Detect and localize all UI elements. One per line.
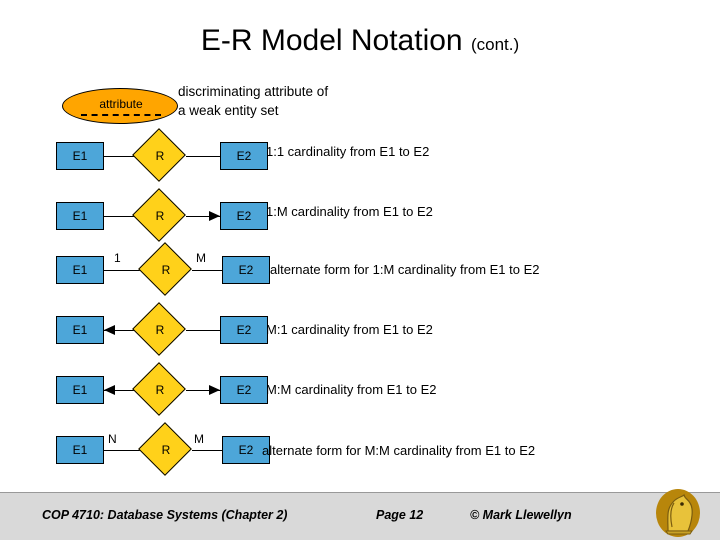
entity-label: E1 xyxy=(72,149,88,163)
entity-box-e1-row1: E1 xyxy=(56,142,104,170)
row-description-6: alternate form for M:M cardinality from … xyxy=(262,443,536,458)
relationship-label: R xyxy=(155,149,165,163)
arrow-head-right-row5 xyxy=(209,385,220,395)
entity-label: E2 xyxy=(236,323,252,337)
page-title-main: E-R Model Notation xyxy=(200,24,463,57)
entity-label: E1 xyxy=(72,209,88,223)
entity-label: E1 xyxy=(72,263,88,277)
connector-line xyxy=(104,216,136,217)
connector-line xyxy=(186,390,220,391)
arrow-head-left-row4 xyxy=(104,325,115,335)
cardinality-label-left-row6: N xyxy=(108,432,117,446)
entity-box-e1-row5: E1 xyxy=(56,376,104,404)
arrow-head-right-row2 xyxy=(209,211,220,221)
connector-line xyxy=(192,450,224,451)
page-title-suffix: (cont.) xyxy=(470,35,520,54)
row-description-2: 1:M cardinality from E1 to E2 xyxy=(266,204,433,219)
entity-box-e2-row5: E2 xyxy=(220,376,268,404)
entity-box-e1-row4: E1 xyxy=(56,316,104,344)
entity-label: E2 xyxy=(238,443,254,457)
attribute-note-line1: discriminating attribute of xyxy=(178,84,329,99)
row-description-4: M:1 cardinality from E1 to E2 xyxy=(266,322,433,337)
connector-line xyxy=(104,390,136,391)
relationship-label: R xyxy=(161,443,171,457)
discriminating-attribute-ellipse: attribute xyxy=(62,88,178,124)
relationship-label: R xyxy=(161,263,171,277)
connector-line xyxy=(186,330,220,331)
footer-course-text: COP 4710: Database Systems (Chapter 2) xyxy=(42,508,288,522)
entity-label: E2 xyxy=(236,149,252,163)
relationship-diamond-row6: R xyxy=(138,422,192,476)
entity-label: E1 xyxy=(72,323,88,337)
attribute-label: attribute xyxy=(99,97,143,111)
row-description-5: M:M cardinality from E1 to E2 xyxy=(266,382,437,397)
entity-box-e1-row6: E1 xyxy=(56,436,104,464)
relationship-diamond-row4: R xyxy=(132,302,186,356)
knight-logo-icon xyxy=(656,489,700,537)
footer-page-number: Page 12 xyxy=(376,508,424,522)
connector-line xyxy=(104,270,142,271)
footer-copyright: © Mark Llewellyn xyxy=(470,508,572,522)
entity-label: E1 xyxy=(72,383,88,397)
connector-line xyxy=(104,156,136,157)
attribute-note-line2: a weak entity set xyxy=(178,103,279,118)
connector-line xyxy=(104,330,136,331)
relationship-label: R xyxy=(155,383,165,397)
cardinality-label-left-row3: 1 xyxy=(114,251,121,265)
cardinality-label-right-row3: M xyxy=(196,251,206,265)
entity-box-e2-row2: E2 xyxy=(220,202,268,230)
entity-box-e1-row2: E1 xyxy=(56,202,104,230)
relationship-diamond-row2: R xyxy=(132,188,186,242)
footer-bar: COP 4710: Database Systems (Chapter 2) P… xyxy=(0,493,720,540)
attribute-note: discriminating attribute of a weak entit… xyxy=(178,82,408,120)
arrow-head-left-row5 xyxy=(104,385,115,395)
connector-line xyxy=(186,216,220,217)
entity-box-e2-row4: E2 xyxy=(220,316,268,344)
connector-line xyxy=(192,270,224,271)
entity-label: E1 xyxy=(72,443,88,457)
relationship-label: R xyxy=(155,209,165,223)
relationship-diamond-row1: R xyxy=(132,128,186,182)
relationship-diamond-row5: R xyxy=(132,362,186,416)
cardinality-label-right-row6: M xyxy=(194,432,204,446)
entity-box-e2-row1: E2 xyxy=(220,142,268,170)
entity-label: E2 xyxy=(238,263,254,277)
row-description-3: alternate form for 1:M cardinality from … xyxy=(270,262,540,277)
relationship-diamond-row3: R xyxy=(138,242,192,296)
relationship-label: R xyxy=(155,323,165,337)
connector-line xyxy=(186,156,220,157)
row-description-1: 1:1 cardinality from E1 to E2 xyxy=(266,144,430,159)
page-title: E-R Model Notation (cont.) xyxy=(0,24,720,58)
entity-label: E2 xyxy=(236,209,252,223)
entity-label: E2 xyxy=(236,383,252,397)
entity-box-e1-row3: E1 xyxy=(56,256,104,284)
dashed-underline xyxy=(81,114,161,116)
connector-line xyxy=(104,450,142,451)
footer-divider xyxy=(0,492,720,493)
entity-box-e2-row3: E2 xyxy=(222,256,270,284)
entity-box-e2-row6: E2 xyxy=(222,436,270,464)
